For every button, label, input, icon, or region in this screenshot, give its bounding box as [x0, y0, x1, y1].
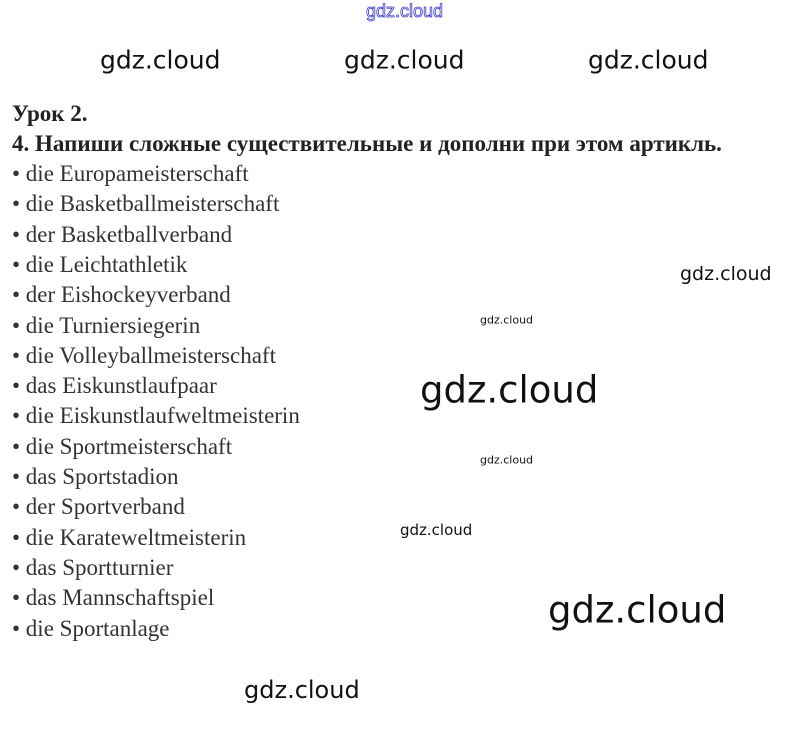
list-item: • der Eishockeyverband: [12, 282, 231, 308]
watermark: gdz.cloud: [680, 263, 772, 285]
task-heading: 4. Напиши сложные существительные и допо…: [12, 131, 722, 156]
list-item: • die Karateweltmeisterin: [12, 524, 247, 550]
list-item: • die Europameisterschaft: [12, 161, 249, 186]
list-item: • das Sportturnier: [12, 554, 174, 580]
watermark: gdz.cloud: [344, 45, 465, 75]
watermark: gdz.cloud: [588, 45, 709, 75]
list-item: • die Basketballmeisterschaft: [12, 191, 280, 217]
list-item: • die Leichtathletik: [12, 251, 188, 277]
watermark: gdz.cloud: [244, 676, 360, 704]
list-item: • der Sportverband: [12, 494, 185, 520]
list-item: • die Sportmeisterschaft: [12, 433, 233, 459]
watermark: gdz.cloud: [420, 368, 599, 412]
list-item: • die Eiskunstlaufweltmeisterin: [12, 403, 300, 429]
watermark: gdz.cloud: [480, 453, 534, 467]
list-item: • die Turniersiegerin: [12, 312, 201, 338]
watermark: gdz.cloud: [100, 45, 221, 75]
watermark: gdz.cloud: [548, 588, 727, 632]
list-item: • das Eiskunstlaufpaar: [12, 373, 217, 399]
watermark: gdz.cloud: [366, 1, 444, 22]
list-item: • das Sportstadion: [12, 464, 179, 489]
list-item: • die Sportanlage: [12, 615, 170, 641]
list-item: • der Basketballverband: [12, 221, 233, 247]
watermark: gdz.cloud: [480, 313, 534, 327]
list-item: • das Mannschaftspiel: [12, 585, 215, 611]
lesson-heading: Урок 2.: [12, 101, 88, 126]
watermark: gdz.cloud: [400, 521, 473, 539]
list-item: • die Volleyballmeisterschaft: [12, 342, 276, 368]
